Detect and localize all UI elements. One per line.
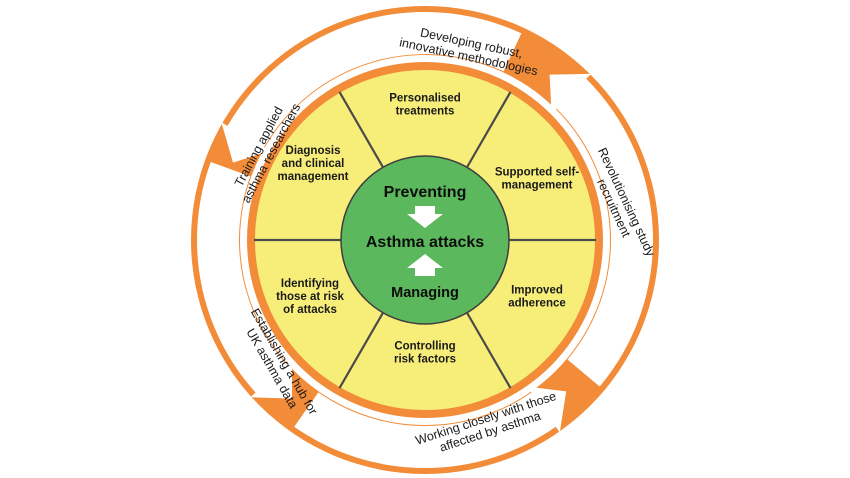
segment-label: Supported self-management (495, 167, 580, 192)
center-main-label: Asthma attacks (366, 234, 484, 251)
center-circle (340, 155, 510, 325)
center-top-label: Preventing (384, 184, 467, 201)
divider-line (466, 312, 512, 389)
center-bottom-label: Managing (391, 285, 459, 301)
arrow-up-icon (407, 254, 443, 276)
ring-arrows (197, 11, 653, 468)
divider-line (466, 91, 512, 168)
divider-line (338, 91, 384, 168)
ring-arrow (294, 386, 567, 468)
ring-arrow (549, 73, 653, 387)
ring-arrow (197, 162, 292, 399)
ring-arrow (221, 12, 425, 163)
ring-arrow (221, 11, 522, 163)
arrow-down-icon (407, 206, 443, 228)
segment-dividers (254, 91, 596, 389)
divider-line (338, 312, 384, 389)
